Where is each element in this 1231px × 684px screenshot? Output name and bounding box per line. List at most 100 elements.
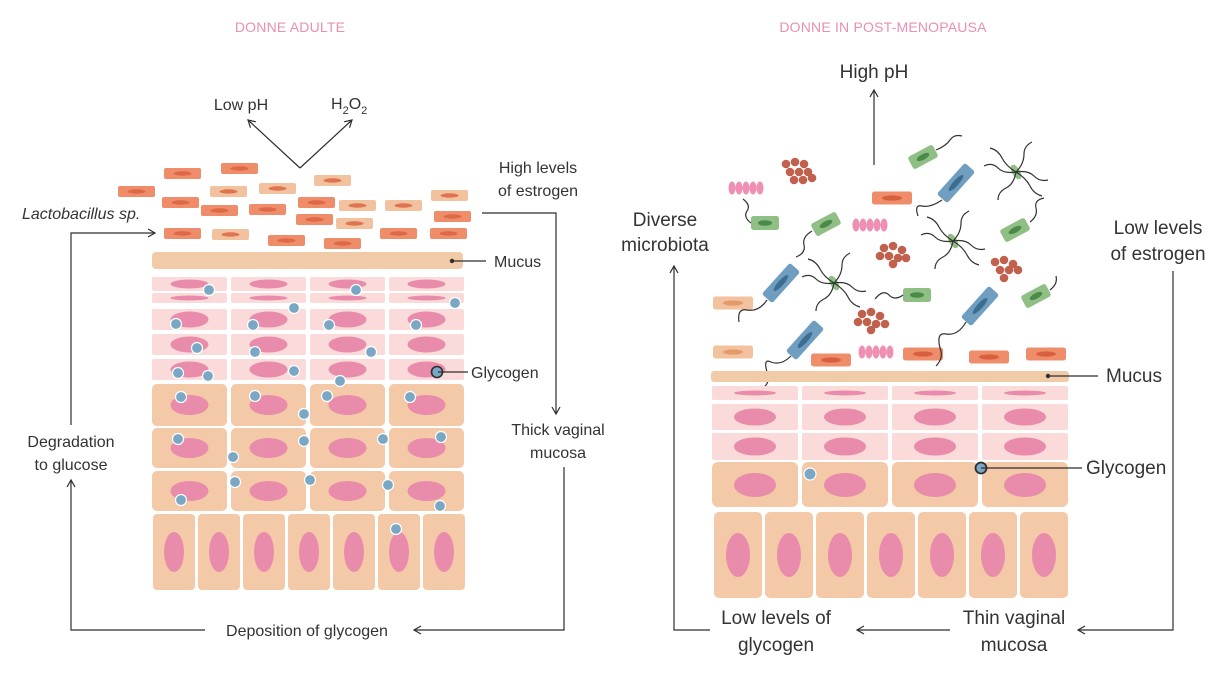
high-estrogen-label-line2: of estrogen	[498, 183, 578, 200]
right-panel: DONNE IN POST-MENOPAUSA High pH Diverse …	[621, 19, 1205, 656]
coccus	[875, 311, 885, 321]
flagellum	[833, 252, 851, 284]
cell-nucleus	[328, 295, 367, 301]
coccus	[781, 159, 791, 169]
flagellum	[934, 240, 954, 270]
arrow-deposition-to-degradation	[66, 478, 205, 631]
glycogen-granule	[287, 301, 301, 315]
cell-nucleus	[1032, 533, 1056, 577]
h2o2-label: H2O2	[331, 96, 367, 117]
coccus	[790, 157, 800, 167]
glycogen-granule	[297, 434, 311, 448]
low-glycogen-line2: glycogen	[738, 635, 814, 656]
cell-nucleus	[981, 533, 1005, 577]
pink-bacterium-chain	[880, 218, 888, 232]
diverse-microbiota-line1: Diverse	[633, 210, 697, 231]
bacterium-nucleus	[948, 174, 964, 192]
coccus	[893, 253, 903, 263]
pink-bacterium-chain	[879, 345, 887, 359]
bacterium-nucleus	[723, 300, 743, 306]
flagellum	[952, 240, 980, 266]
blue-bacterium	[786, 320, 824, 360]
cell-nucleus	[1004, 437, 1046, 456]
lactobacillus-nucleus	[439, 231, 458, 236]
coccus	[884, 251, 894, 261]
cell-nucleus	[249, 279, 288, 289]
bacterium-nucleus	[913, 351, 933, 357]
coccus	[875, 251, 885, 261]
bacterium-nucleus	[882, 195, 902, 201]
coccus	[799, 159, 809, 169]
pink-bacterium-chain	[756, 181, 764, 195]
cell-nucleus	[249, 295, 288, 301]
coccus	[794, 167, 804, 177]
green-bacterium	[908, 145, 938, 169]
left-glycogen-label: Glycogen	[471, 365, 539, 382]
cell-nucleus	[1004, 473, 1046, 497]
green-bacterium	[1000, 218, 1030, 242]
flagellum	[801, 274, 835, 285]
cell-nucleus	[434, 532, 454, 572]
blue-bacterium	[762, 263, 800, 303]
lactobacillus-nucleus	[394, 203, 413, 208]
pink-bacterium-chain	[866, 218, 874, 232]
bacterium-nucleus	[972, 297, 988, 315]
coccus	[1004, 265, 1014, 275]
glycogen-granule	[381, 478, 395, 492]
lactobacillus-nucleus	[258, 207, 277, 212]
pink-bacterium-chain	[742, 181, 750, 195]
flagellum	[983, 163, 1017, 174]
glycogen-granule	[171, 366, 185, 380]
low-ph-label: Low pH	[214, 97, 268, 114]
coccus	[789, 175, 799, 185]
lactobacillus-nucleus	[443, 214, 462, 219]
coccus	[798, 175, 808, 185]
glycogen-granule	[226, 450, 240, 464]
flagellum	[935, 321, 967, 367]
bacterium-nucleus	[773, 274, 789, 292]
lactobacillus-nucleus	[440, 193, 459, 198]
cell-nucleus	[328, 438, 367, 458]
pink-bacterium-chain	[728, 181, 736, 195]
pink-bacterium-chain	[735, 181, 743, 195]
coccus	[995, 265, 1005, 275]
glycogen-granule	[803, 467, 817, 481]
glycogen-granule	[403, 390, 417, 404]
glycogen-granule	[228, 475, 242, 489]
coccus	[880, 319, 890, 329]
arrow-mucosa-to-deposition	[412, 467, 565, 635]
flagellum	[833, 282, 861, 308]
glycogen-granule	[303, 473, 317, 487]
cell-nucleus	[407, 295, 446, 301]
left-panel-title: DONNE ADULTE	[235, 19, 345, 35]
flagellum	[742, 198, 752, 224]
glycogen-granule	[322, 318, 336, 332]
glycogen-granule	[287, 364, 301, 378]
bacterium-nucleus	[819, 219, 833, 229]
coccus	[888, 241, 898, 251]
flagellum	[1015, 141, 1033, 173]
right-mucus-layer	[711, 371, 1069, 382]
lactobacillus-nucleus	[333, 241, 352, 246]
bacterium-nucleus	[916, 152, 930, 162]
cell-nucleus	[407, 481, 446, 501]
left-panel: DONNE ADULTE Low pH H2O2 Lactobacillus s…	[22, 19, 605, 640]
flagellum	[920, 232, 954, 243]
high-estrogen-label-line1: High levels	[499, 160, 577, 177]
cell-nucleus	[930, 533, 954, 577]
flagellum	[874, 292, 904, 300]
flagellum	[795, 230, 813, 258]
cell-nucleus	[824, 408, 866, 426]
arrow-to-low-ph	[247, 119, 301, 169]
cell-nucleus	[249, 311, 288, 328]
glycogen-granule	[320, 389, 334, 403]
glycogen-granule	[409, 318, 423, 332]
right-glycogen-label: Glycogen	[1086, 458, 1166, 479]
lactobacillus-nucleus	[171, 200, 190, 205]
lactobacillus-nucleus	[277, 238, 296, 243]
lactobacillus-nucleus	[210, 208, 229, 213]
cell-nucleus	[726, 533, 750, 577]
blue-bacterium	[961, 286, 999, 326]
cell-nucleus	[824, 390, 866, 396]
cell-nucleus	[407, 336, 446, 353]
